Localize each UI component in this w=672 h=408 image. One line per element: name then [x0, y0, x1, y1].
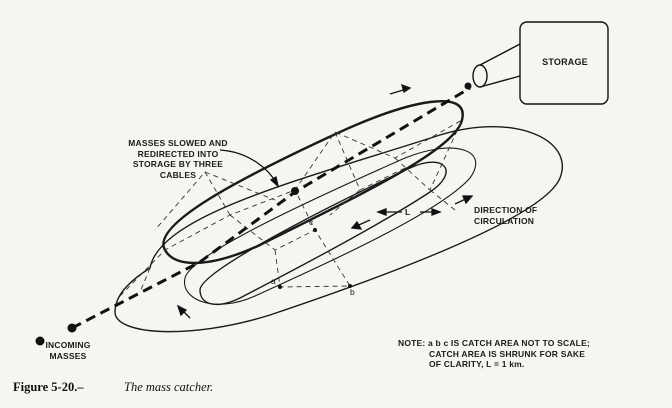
note-text: NOTE: a b c IS CATCH AREA NOT TO SCALE; … [398, 338, 590, 370]
inner-loop [199, 161, 447, 306]
note-line-1: NOTE: a b c IS CATCH AREA NOT TO SCALE; [398, 338, 590, 348]
storage-box [519, 21, 609, 105]
incoming-masses-label: INCOMING MASSES [33, 340, 103, 361]
point-b-dot [348, 284, 352, 288]
point-c-dot [313, 228, 317, 232]
figure-title: The mass catcher. [124, 380, 214, 394]
direction-label: DIRECTION OF CIRCULATION [474, 205, 537, 226]
incoming-line-2: MASSES [49, 350, 87, 361]
storage-funnel [479, 43, 521, 88]
point-a-dot [278, 285, 282, 289]
masses-slowed-line-3: STORAGE BY THREE [132, 159, 224, 169]
masses-slowed-label: MASSES SLOWED AND REDIRECTED INTO STORAG… [118, 138, 238, 180]
incoming-line-1: INCOMING [45, 340, 91, 350]
outer-loop [114, 126, 563, 333]
note-line-3: OF CLARITY, L = 1 km. [429, 359, 525, 369]
upper-ring [162, 100, 464, 265]
incoming-mass-dot [35, 336, 45, 346]
storage-funnel-mouth [472, 64, 488, 88]
point-a-label: a [271, 276, 276, 286]
cable-junction-dot [291, 187, 299, 195]
storage-entry-dot [464, 82, 472, 90]
point-c-label: c [309, 217, 314, 227]
middle-loop [184, 147, 477, 305]
mass-trajectory [71, 86, 471, 330]
length-label: L [405, 207, 411, 217]
masses-slowed-line-1: MASSES SLOWED AND [128, 138, 228, 148]
masses-slowed-line-2: REDIRECTED INTO [137, 148, 219, 159]
figure-number: Figure 5-20.– [13, 380, 84, 394]
trajectory-start-dot [67, 323, 77, 333]
masses-slowed-line-4: CABLES [159, 169, 197, 180]
storage-label: STORAGE [542, 57, 588, 67]
note-line-2: CATCH AREA IS SHRUNK FOR SAKE [429, 348, 586, 359]
direction-line-2: CIRCULATION [474, 215, 535, 226]
point-b-label: b [350, 287, 355, 297]
direction-line-1: DIRECTION OF [474, 205, 538, 215]
